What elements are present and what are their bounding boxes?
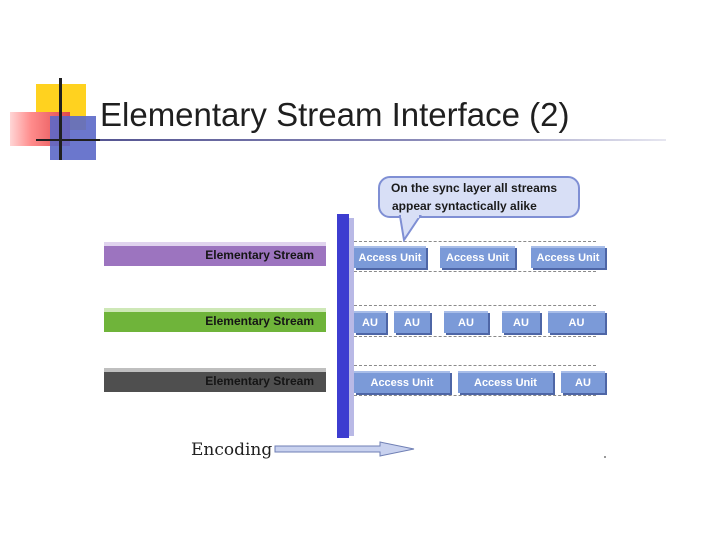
access-unit-box: AU [561,371,605,393]
encoding-arrow-icon [274,441,415,457]
elementary-stream-label: Elementary Stream [205,314,314,328]
access-unit-box: Access Unit [531,246,605,268]
slide-title: Elementary Stream Interface (2) [100,96,570,133]
elementary-stream-label: Elementary Stream [205,248,314,262]
access-unit-box: AU [444,311,488,333]
access-unit-box: AU [502,311,540,333]
access-unit-box: Access Unit [458,371,553,393]
access-unit-box: Access Unit [354,371,450,393]
elementary-stream-bar-2: Elementary Stream [104,308,326,332]
elementary-stream-bar-1: Elementary Stream [104,242,326,266]
sync-layer-shadow [349,218,354,436]
access-unit-box: AU [394,311,430,333]
callout-text-line-1: On the sync layer all streams [391,181,558,195]
dashed-guide [354,336,596,337]
sync-layer-bar [337,214,349,438]
dashed-guide [354,365,596,366]
callout-tail [398,214,422,242]
logo-horizontal-line [36,139,100,141]
title-underline [36,139,666,141]
dashed-guide [354,395,596,396]
dashed-guide [354,305,596,306]
dashed-guide [354,271,596,272]
logo-blue-square [50,116,96,160]
callout-bubble [378,176,580,218]
stray-dot [604,456,606,458]
callout-text-line-2: appear syntactically alike [392,199,537,213]
elementary-stream-bar-3: Elementary Stream [104,368,326,392]
logo-vertical-line [59,78,62,160]
access-unit-box: AU [354,311,386,333]
encoding-label: Encoding [191,440,273,460]
access-unit-box: Access Unit [354,246,426,268]
access-unit-box: AU [548,311,605,333]
elementary-stream-label: Elementary Stream [205,374,314,388]
access-unit-box: Access Unit [440,246,515,268]
dashed-guide [354,241,596,242]
